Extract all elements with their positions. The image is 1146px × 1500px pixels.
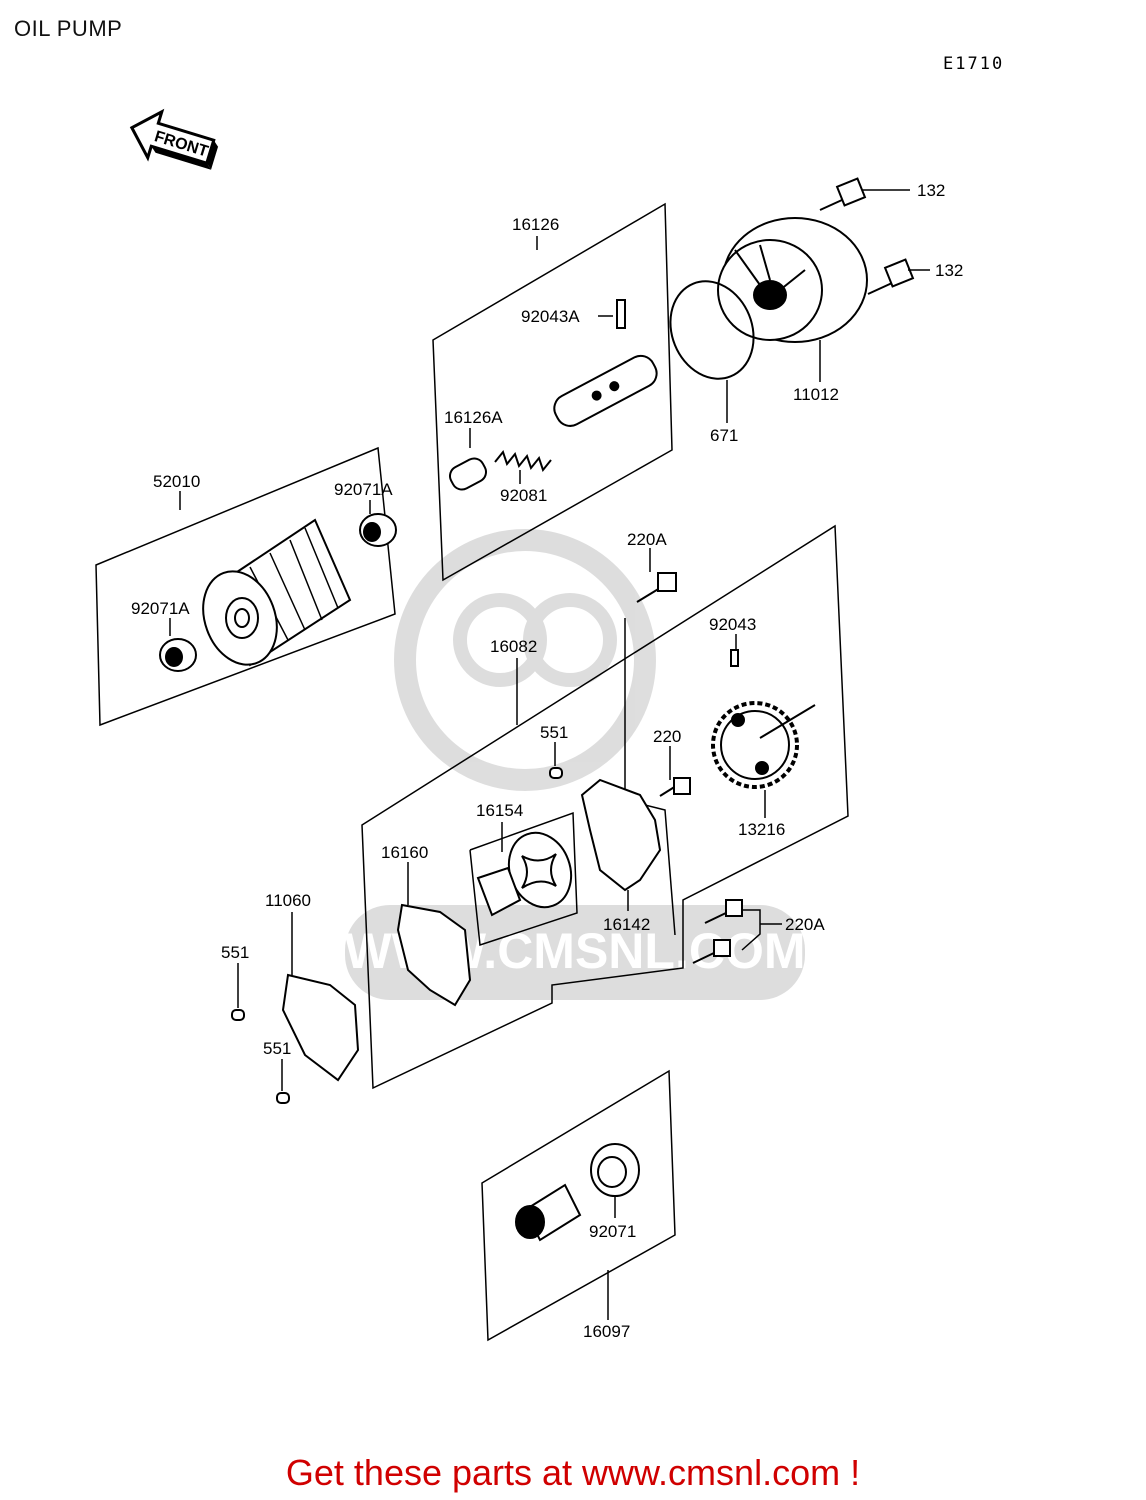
cover-16160-icon <box>396 903 472 1007</box>
part-label: 92071A <box>334 480 393 499</box>
part-label: 16142 <box>603 915 650 934</box>
part-label: 16097 <box>583 1322 630 1341</box>
part-label: 92081 <box>500 486 547 505</box>
group-frame-16082 <box>361 524 849 1090</box>
dowel-551-lower-icon <box>276 1092 290 1104</box>
dowel-551-upper-icon <box>549 767 563 779</box>
page-title: OIL PUMP <box>14 16 123 41</box>
part-label: 551 <box>540 723 568 742</box>
part-label: 16160 <box>381 843 428 862</box>
part-label: 132 <box>935 261 963 280</box>
group-frame-52010 <box>95 446 396 727</box>
part-label: 13216 <box>738 820 785 839</box>
part-label: 551 <box>263 1039 291 1058</box>
part-label: 92071 <box>589 1222 636 1241</box>
bolt-132-upper-icon <box>819 177 867 211</box>
oil-filter-52010-icon <box>202 518 352 667</box>
bolt-132-lower-icon <box>867 258 915 295</box>
o-ring-671-icon <box>669 280 755 380</box>
part-label: 92043 <box>709 615 756 634</box>
part-label: 220 <box>653 727 681 746</box>
rotor-16154-icon <box>476 831 573 917</box>
grommet-92071A-lower-icon <box>159 638 197 672</box>
part-label: 11012 <box>793 385 839 404</box>
oil-pump-exploded-diagram: WWW.CMSNL.COM FRONT <box>95 108 963 1342</box>
part-label: 92043A <box>521 307 580 326</box>
gear-shaft-13216-icon <box>711 701 816 789</box>
cover-11012-icon <box>717 217 868 343</box>
part-label: 16082 <box>490 637 537 656</box>
part-label: 671 <box>710 426 738 445</box>
dowel-551-left-icon <box>231 1009 245 1021</box>
part-label: 220A <box>627 530 667 549</box>
strainer-16097-icon <box>515 1183 582 1242</box>
relief-valve-16126-icon <box>553 354 658 427</box>
oil-seal-92071-icon <box>590 1143 640 1197</box>
part-label: 52010 <box>153 472 200 491</box>
pin-92043-icon <box>730 649 739 667</box>
bolt-220A-pair-icon <box>692 899 743 964</box>
part-label: 220A <box>785 915 825 934</box>
bolt-220-icon <box>659 777 691 797</box>
bolt-220A-upper-icon <box>636 572 677 603</box>
part-label: 92071A <box>131 599 190 618</box>
pin-92043A-icon <box>616 299 626 329</box>
group-frame-16154 <box>469 811 578 947</box>
part-label: 132 <box>917 181 945 200</box>
footer-promo-link[interactable]: Get these parts at www.cmsnl.com ! <box>285 1452 861 1493</box>
diagram-code: E1710 <box>943 54 1005 74</box>
part-label: 16154 <box>476 801 523 820</box>
piston-16126A-icon <box>448 457 488 491</box>
group-frame-16126 <box>432 202 673 582</box>
spring-92081-icon <box>494 449 552 473</box>
pump-body-16142-icon <box>580 778 662 892</box>
front-arrow-icon: FRONT <box>129 108 219 170</box>
gasket-11060-icon <box>281 973 360 1082</box>
part-label: 16126 <box>512 215 559 234</box>
group-frame-16097 <box>481 1069 676 1342</box>
part-label: 11060 <box>265 891 311 910</box>
part-label: 551 <box>221 943 249 962</box>
grommet-92071A-upper-icon <box>359 513 397 547</box>
part-label: 16126A <box>444 408 503 427</box>
